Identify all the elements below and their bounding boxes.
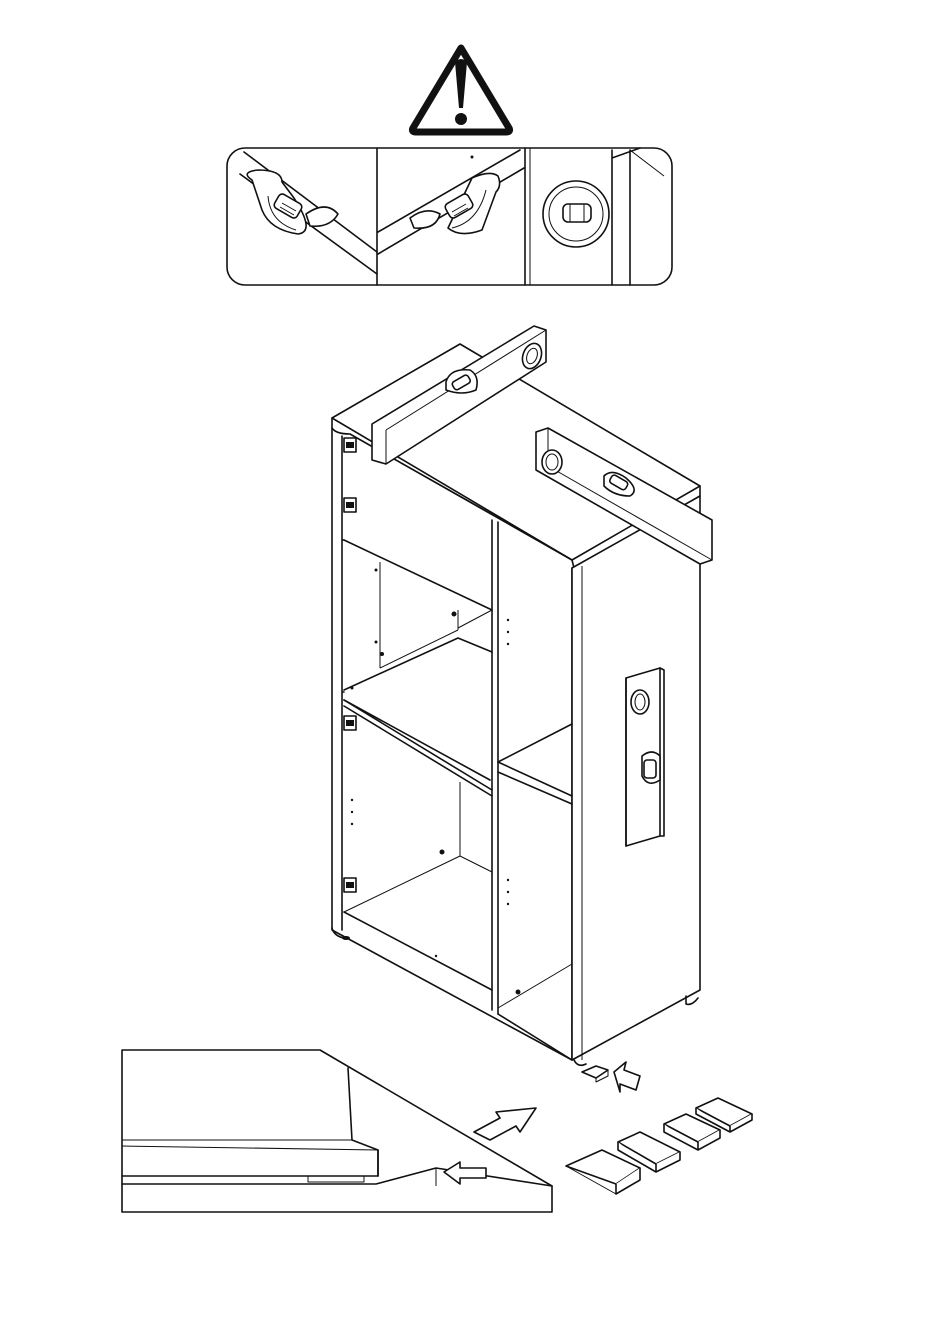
- shelf-pin-holes: [351, 569, 521, 995]
- foot-adjustment-detail: [122, 1050, 552, 1212]
- spirit-level-vertical: [626, 668, 664, 846]
- detail-insert-arrow-icon: [444, 1162, 486, 1184]
- level-centered-panel: [543, 148, 664, 285]
- level-check-panels: [227, 148, 672, 285]
- hinge-icon: [344, 438, 356, 892]
- warning-triangle-icon: [412, 48, 509, 132]
- level-tilt-right-panel: [378, 150, 524, 254]
- level-tilt-left-panel: [240, 152, 377, 274]
- lift-arrow-icon: [474, 1108, 536, 1140]
- wedge-shims: [566, 1098, 752, 1194]
- shim-under-foot: [582, 1066, 608, 1082]
- insert-arrow-icon: [614, 1062, 640, 1092]
- cabinet-illustration: [332, 326, 712, 1092]
